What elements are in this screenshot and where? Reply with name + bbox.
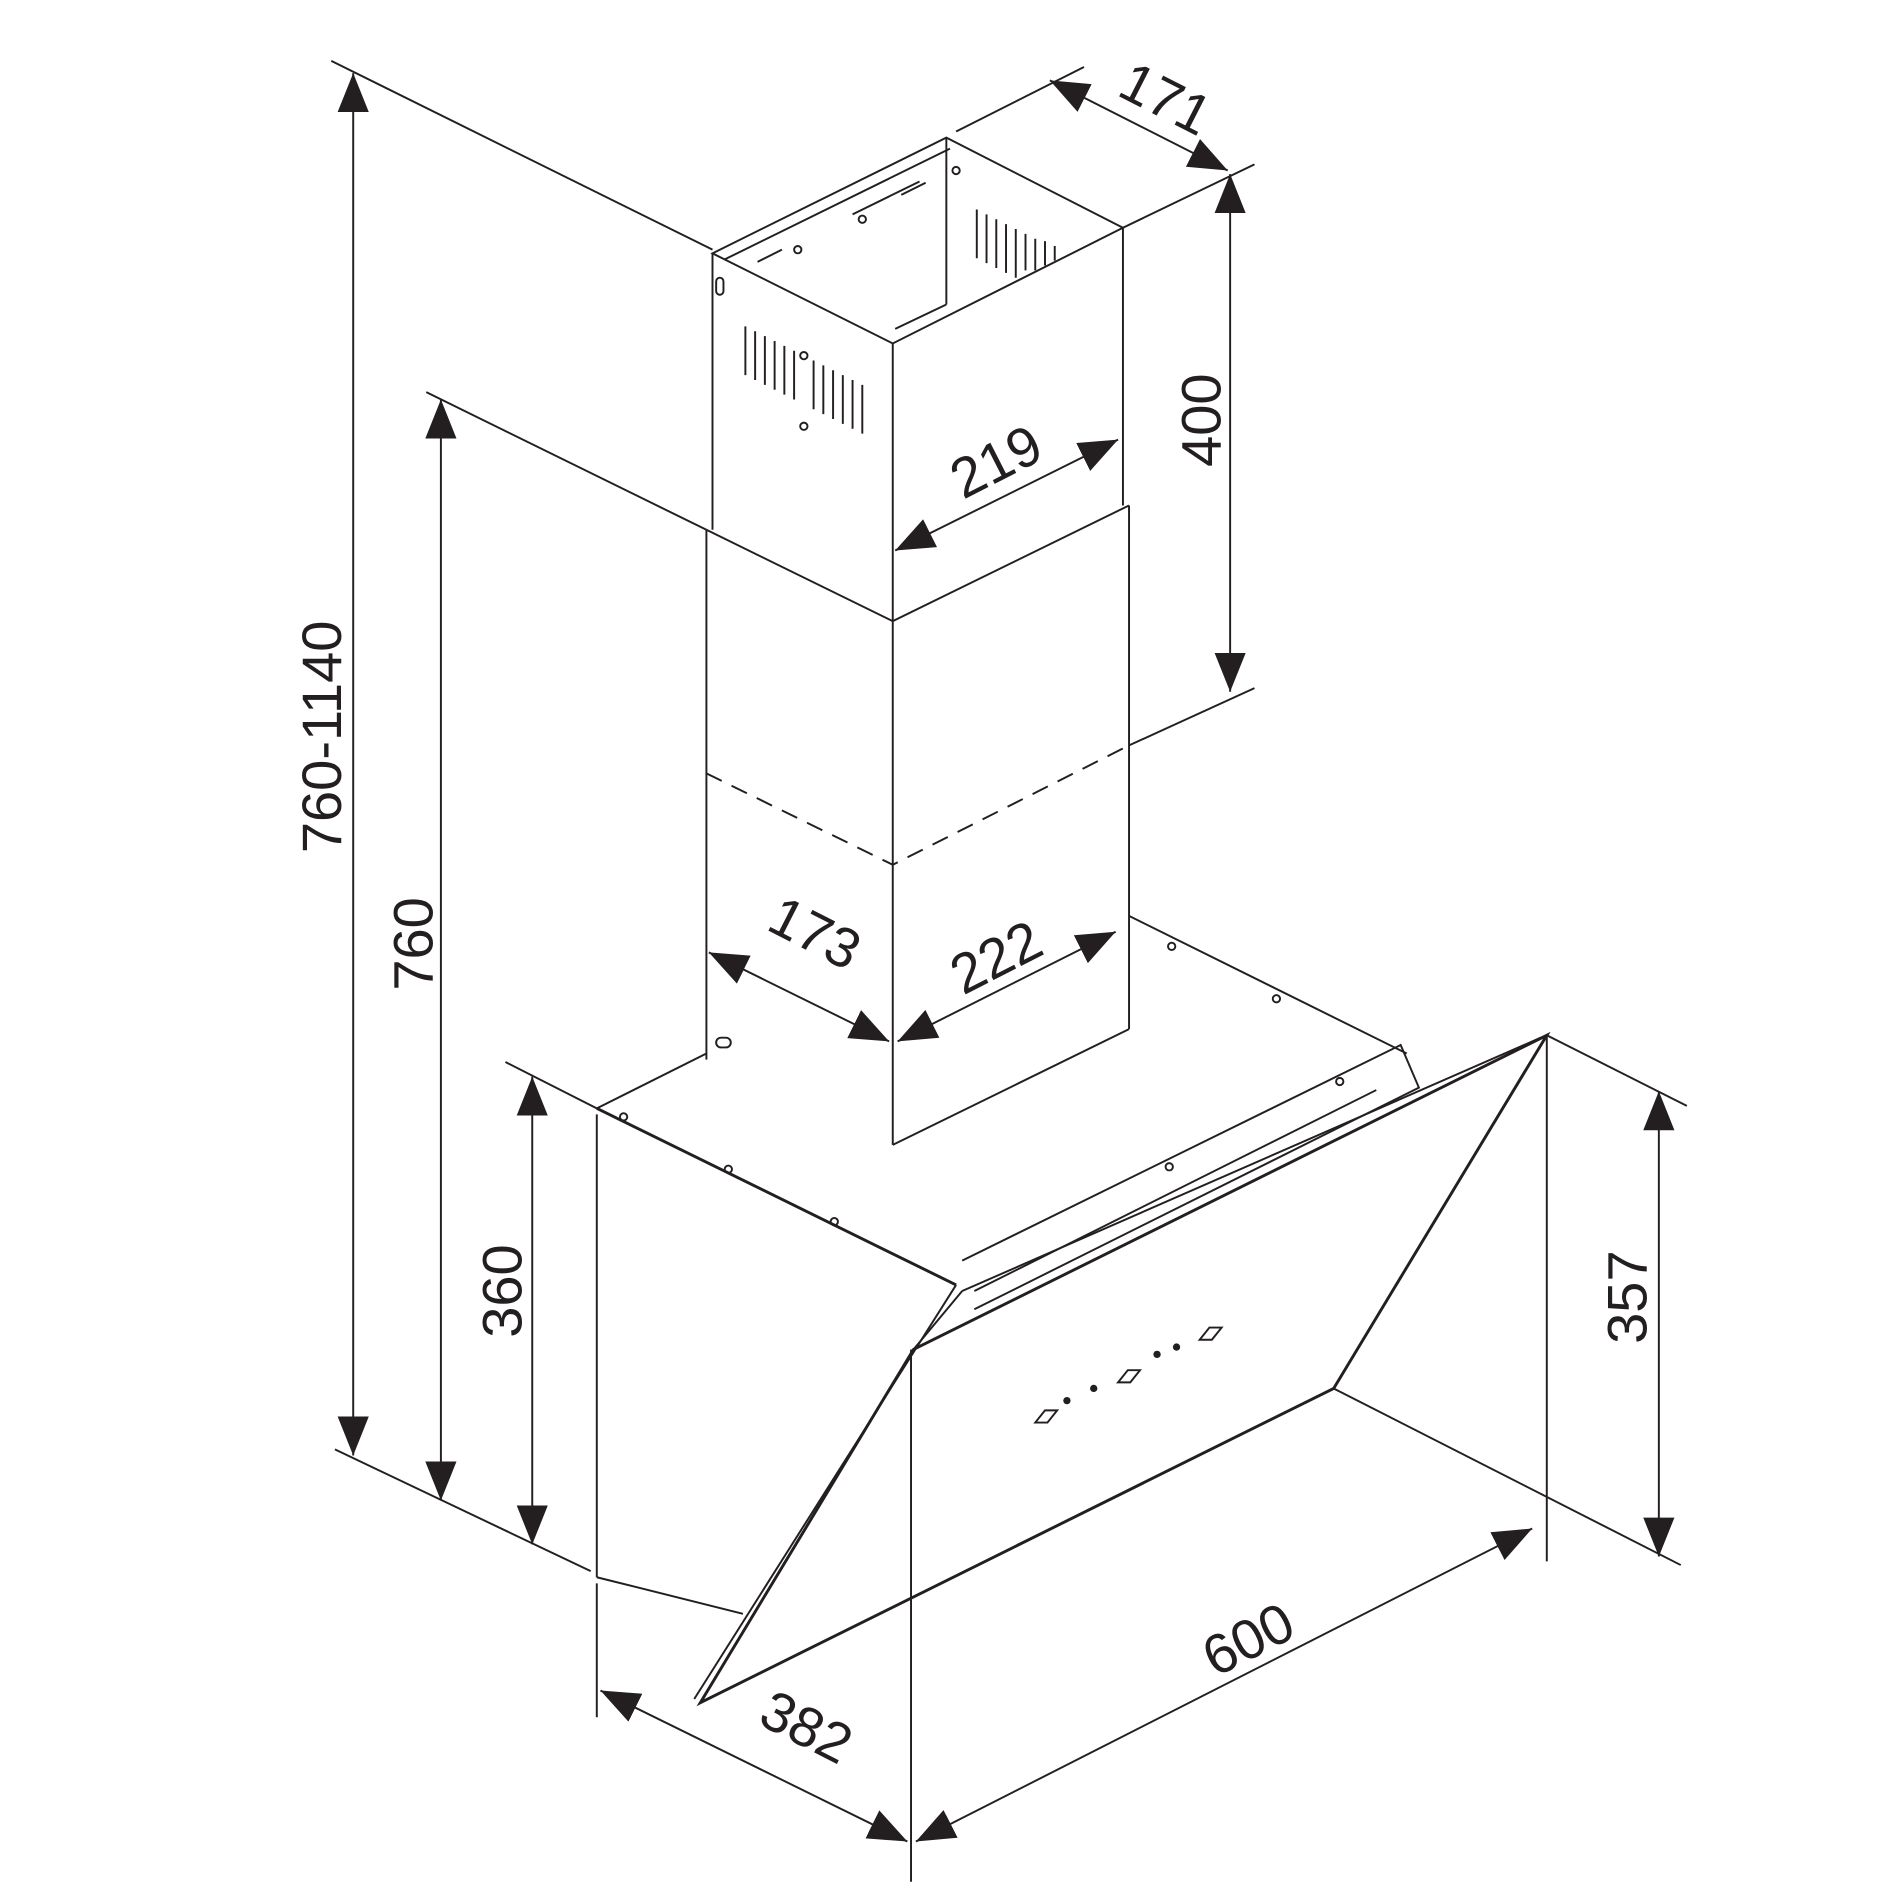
dim-upper-depth xyxy=(1049,79,1229,172)
label-upper-width: 219 xyxy=(940,412,1052,511)
label-upper-depth: 171 xyxy=(1110,49,1222,148)
vent-slots-icon xyxy=(715,165,1056,434)
dim-hood-depth xyxy=(600,1689,908,1843)
dim-upper-width xyxy=(894,438,1119,552)
label-body-height: 360 xyxy=(470,1244,533,1337)
dim-lower-depth xyxy=(708,951,890,1043)
label-total-height: 760-1140 xyxy=(290,621,353,854)
label-lower-depth: 173 xyxy=(759,883,871,982)
label-hood-depth: 382 xyxy=(751,1677,863,1776)
hood-body xyxy=(595,915,1421,1615)
dim-lower-width xyxy=(897,930,1117,1043)
label-lower-width: 222 xyxy=(940,908,1052,1007)
control-buttons-icon xyxy=(1033,1326,1224,1424)
glass-panel xyxy=(693,1031,1551,1707)
dim-hood-width xyxy=(915,1527,1533,1843)
dimension-lines xyxy=(337,73,1675,1843)
lower-chimney xyxy=(596,504,1131,1146)
label-glass-height: 357 xyxy=(1596,1250,1659,1343)
dimension-labels: 760-1140 760 360 357 400 171 219 173 222… xyxy=(290,49,1659,1776)
label-upper-height: 400 xyxy=(1169,373,1232,466)
label-hood-width: 600 xyxy=(1192,1590,1304,1689)
upper-chimney xyxy=(710,136,1126,622)
label-min-height: 760 xyxy=(381,897,444,990)
